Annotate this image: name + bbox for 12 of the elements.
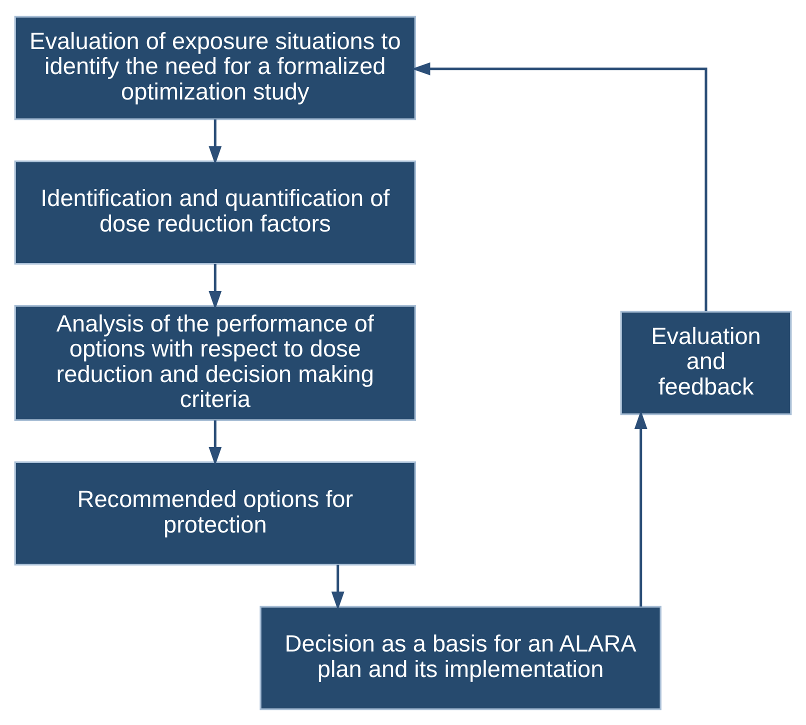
arrow [331, 564, 344, 610]
node-box: Recommended options for protection [14, 460, 416, 566]
node-box: Decision as a basis for an ALARA plan and its implementation [260, 605, 662, 710]
node-box: Analysis of the performance of options with respect to dose reduction and decision making criteria [14, 304, 416, 420]
arrow [634, 410, 648, 606]
arrow [208, 263, 222, 309]
arrow [208, 420, 222, 466]
arrow [208, 118, 222, 164]
arrow [412, 62, 708, 311]
node-box: Identification and quantification of dose reduction factors [14, 160, 416, 264]
node-box: Evaluation of exposure situations to identify the need for a formalized optimization study [14, 15, 416, 120]
node-box: Evaluation and feedback [620, 310, 792, 415]
